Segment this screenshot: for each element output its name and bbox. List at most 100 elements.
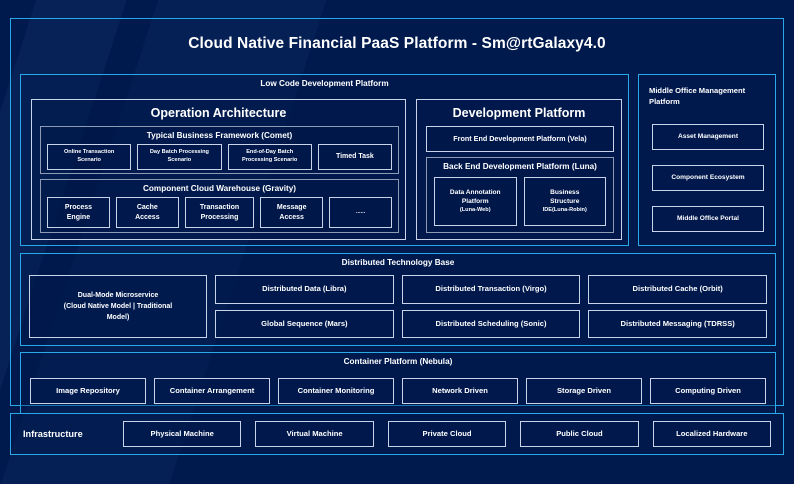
chip-label: Distributed Data (Libra) bbox=[262, 284, 347, 294]
component-cloud-warehouse-items: Process Engine Cache Access bbox=[47, 197, 393, 228]
chip-more-ellipsis[interactable]: ...... bbox=[329, 197, 393, 228]
chip-transaction-processing[interactable]: Transaction Processing bbox=[184, 197, 255, 228]
chip-label-line2: Structure bbox=[550, 197, 580, 205]
chip-label: Distributed Cache (Orbit) bbox=[632, 284, 723, 294]
chip-middle-office-portal[interactable]: Middle Office Portal bbox=[652, 206, 764, 232]
chip-label-line1: End-of-Day Batch bbox=[246, 149, 294, 156]
back-end-development-platform-panel: Back End Development Platform (Luna) Dat… bbox=[426, 157, 614, 233]
chip-label-line1: Message bbox=[276, 204, 307, 212]
chip-label-line2: Engine bbox=[66, 213, 91, 221]
chip-dual-mode-microservice[interactable]: Dual-Mode Microservice (Cloud Native Mod… bbox=[29, 275, 207, 338]
container-platform-items: Image Repository Container Arrangement C… bbox=[30, 378, 766, 404]
chip-process-engine[interactable]: Process Engine bbox=[47, 197, 110, 228]
chip-physical-machine[interactable]: Physical Machine bbox=[123, 421, 242, 447]
low-code-development-platform-panel: Low Code Development Platform Operation … bbox=[20, 74, 629, 246]
chip-day-batch-processing-scenario[interactable]: Day Batch Processing Scenario bbox=[137, 144, 222, 170]
development-platform-panel: Development Platform Front End Developme… bbox=[416, 99, 622, 240]
chip-label: Storage Driven bbox=[556, 385, 612, 395]
chip-cache-access[interactable]: Cache Access bbox=[115, 197, 179, 228]
chip-label-line2: Access bbox=[135, 213, 160, 221]
chip-label-line2: Processing Scenario bbox=[241, 157, 298, 163]
chip-computing-driven[interactable]: Computing Driven bbox=[650, 378, 766, 404]
chip-label: Image Repository bbox=[56, 385, 120, 395]
typical-business-framework-items: Online Transaction Scenario Day Batch Pr… bbox=[47, 144, 392, 170]
chip-label: Virtual Machine bbox=[286, 428, 343, 438]
distributed-column-3: Distributed Cache (Orbit) Distributed Me… bbox=[588, 275, 768, 338]
chip-label-line1: Process bbox=[64, 204, 93, 212]
chip-front-end-development-platform[interactable]: Front End Development Platform (Vela) bbox=[426, 126, 614, 152]
infrastructure-panel: Infrastructure Physical Machine Virtual … bbox=[10, 413, 784, 455]
chip-label: Distributed Scheduling (Sonic) bbox=[435, 318, 547, 328]
chip-distributed-data-libra[interactable]: Distributed Data (Libra) bbox=[215, 275, 394, 304]
chip-data-annotation-platform[interactable]: Data Annotation Platform (Luna-Web) bbox=[434, 177, 517, 226]
container-platform-panel: Container Platform (Nebula) Image Reposi… bbox=[20, 352, 776, 414]
page-title: Cloud Native Financial PaaS Platform - S… bbox=[188, 35, 606, 52]
chip-localized-hardware[interactable]: Localized Hardware bbox=[652, 421, 772, 447]
chip-label-line1: Data Annotation bbox=[449, 188, 501, 196]
chip-container-arrangement[interactable]: Container Arrangement bbox=[154, 378, 270, 404]
chip-label-line2: Platform bbox=[461, 197, 489, 205]
typical-business-framework-panel: Typical Business Framework (Comet) Onlin… bbox=[40, 126, 399, 174]
chip-label-line1: Timed Task bbox=[335, 153, 374, 161]
chip-network-driven[interactable]: Network Driven bbox=[402, 378, 518, 404]
distributed-column-1: Distributed Data (Libra) Global Sequence… bbox=[215, 275, 394, 338]
low-code-platform-header: Low Code Development Platform bbox=[260, 79, 389, 88]
chip-asset-management[interactable]: Asset Management bbox=[652, 124, 764, 150]
chip-label: Container Arrangement bbox=[169, 385, 255, 395]
chip-label-line3: Model) bbox=[106, 314, 130, 322]
middle-office-management-platform-panel: Middle Office Management Platform Asset … bbox=[638, 74, 776, 246]
chip-label: Computing Driven bbox=[675, 385, 741, 395]
chip-container-monitoring[interactable]: Container Monitoring bbox=[278, 378, 394, 404]
chip-business-structure-ide[interactable]: Business Structure IDE(Luna-Robin) bbox=[523, 177, 606, 226]
container-platform-header: Container Platform (Nebula) bbox=[343, 357, 453, 366]
chip-global-sequence-mars[interactable]: Global Sequence (Mars) bbox=[215, 309, 394, 338]
chip-label: Front End Development Platform (Vela) bbox=[453, 134, 587, 144]
chip-distributed-cache-orbit[interactable]: Distributed Cache (Orbit) bbox=[588, 275, 768, 304]
back-end-items: Data Annotation Platform (Luna-Web) Busi… bbox=[434, 177, 606, 226]
development-platform-header: Development Platform bbox=[452, 106, 586, 120]
chip-storage-driven[interactable]: Storage Driven bbox=[526, 378, 642, 404]
chip-image-repository[interactable]: Image Repository bbox=[30, 378, 146, 404]
chip-label: Container Monitoring bbox=[297, 385, 375, 395]
chip-label-line1: Cache bbox=[136, 204, 158, 212]
chip-component-ecosystem[interactable]: Component Ecosystem bbox=[652, 165, 764, 191]
chip-label-line2: Scenario bbox=[167, 157, 192, 163]
chip-label-line2: (Cloud Native Model | Traditional bbox=[63, 302, 173, 310]
chip-label: Localized Hardware bbox=[676, 428, 748, 438]
chip-timed-task[interactable]: Timed Task bbox=[317, 144, 392, 170]
chip-message-access[interactable]: Message Access bbox=[260, 197, 324, 228]
chip-label-line1: ...... bbox=[355, 208, 366, 215]
chip-label-line3: IDE(Luna-Robin) bbox=[542, 206, 587, 213]
chip-online-transaction-scenario[interactable]: Online Transaction Scenario bbox=[47, 144, 132, 170]
chip-label: Public Cloud bbox=[556, 428, 603, 438]
chip-label: Component Ecosystem bbox=[671, 173, 745, 181]
chip-label-line1: Business bbox=[550, 188, 580, 196]
chip-label: Middle Office Portal bbox=[677, 214, 739, 222]
chip-label-line1: Online Transaction bbox=[63, 149, 115, 156]
back-end-development-platform-header: Back End Development Platform (Luna) bbox=[443, 162, 597, 171]
operation-architecture-panel: Operation Architecture Typical Business … bbox=[31, 99, 406, 240]
chip-private-cloud[interactable]: Private Cloud bbox=[387, 421, 507, 447]
chip-label: Distributed Messaging (TDRSS) bbox=[620, 318, 735, 328]
chip-label-line3: (Luna-Web) bbox=[459, 206, 491, 213]
chip-label-line1: Day Batch Processing bbox=[149, 149, 209, 156]
distributed-technology-base-header: Distributed Technology Base bbox=[341, 258, 455, 267]
component-cloud-warehouse-panel: Component Cloud Warehouse (Gravity) Proc… bbox=[40, 179, 399, 233]
chip-public-cloud[interactable]: Public Cloud bbox=[520, 421, 639, 447]
component-cloud-warehouse-header: Component Cloud Warehouse (Gravity) bbox=[143, 184, 296, 193]
typical-business-framework-header: Typical Business Framework (Comet) bbox=[146, 131, 293, 140]
chip-virtual-machine[interactable]: Virtual Machine bbox=[255, 421, 374, 447]
chip-distributed-scheduling-sonic[interactable]: Distributed Scheduling (Sonic) bbox=[401, 309, 581, 338]
chip-end-of-day-batch-processing-scenario[interactable]: End-of-Day Batch Processing Scenario bbox=[227, 144, 312, 170]
chip-distributed-messaging-tdrss[interactable]: Distributed Messaging (TDRSS) bbox=[588, 309, 768, 338]
chip-label-line2: Scenario bbox=[77, 157, 101, 163]
chip-label-line1: Dual-Mode Microservice bbox=[77, 291, 159, 299]
chip-label: Private Cloud bbox=[422, 428, 472, 438]
chip-distributed-transaction-virgo[interactable]: Distributed Transaction (Virgo) bbox=[401, 275, 581, 304]
chip-label: Network Driven bbox=[432, 385, 488, 395]
chip-label: Distributed Transaction (Virgo) bbox=[435, 284, 547, 294]
distributed-technology-base-body: Dual-Mode Microservice (Cloud Native Mod… bbox=[29, 275, 768, 338]
infrastructure-items: Physical Machine Virtual Machine Private… bbox=[123, 421, 772, 447]
operation-architecture-header: Operation Architecture bbox=[150, 106, 287, 120]
